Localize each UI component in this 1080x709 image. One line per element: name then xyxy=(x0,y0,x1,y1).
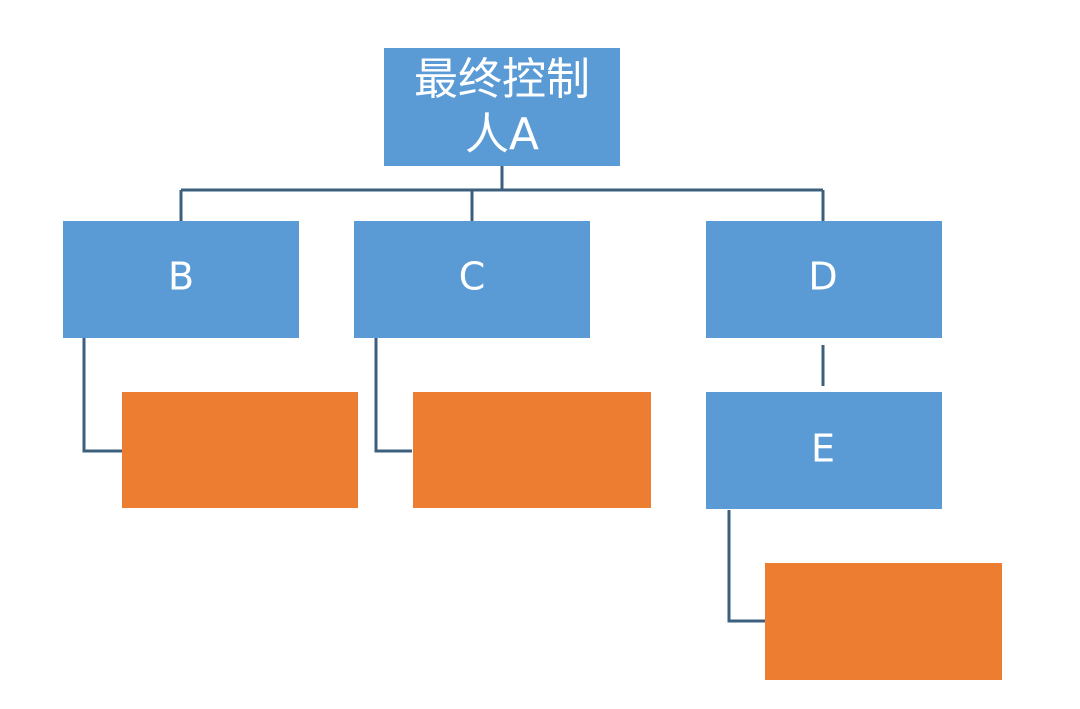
connector-c-to-child xyxy=(374,338,412,453)
node-d: D xyxy=(706,221,942,338)
node-d-box xyxy=(706,221,942,338)
node-e: E xyxy=(706,392,942,509)
node-a-label-line2: 人A xyxy=(465,109,539,160)
node-e-box xyxy=(706,392,942,509)
node-b-box xyxy=(63,221,299,338)
connector-b-to-child xyxy=(82,338,122,453)
connectors xyxy=(82,166,825,623)
node-b-child xyxy=(122,392,358,508)
node-c-child xyxy=(413,392,651,508)
node-e-child xyxy=(765,563,1002,680)
node-e-label: E xyxy=(811,427,835,471)
node-b: B xyxy=(63,221,299,338)
node-e-child-box xyxy=(765,563,1002,680)
connector-e-to-child xyxy=(727,510,765,623)
node-a: 最终控制 人A xyxy=(384,48,620,166)
node-c-label: C xyxy=(459,255,486,299)
node-a-box xyxy=(384,48,620,166)
node-a-label-line1: 最终控制 xyxy=(414,54,590,105)
node-b-child-box xyxy=(122,392,358,508)
node-c-box xyxy=(354,221,590,338)
node-c-child-box xyxy=(413,392,651,508)
node-b-label: B xyxy=(168,255,194,299)
node-d-label: D xyxy=(808,255,837,299)
node-c: C xyxy=(354,221,590,338)
